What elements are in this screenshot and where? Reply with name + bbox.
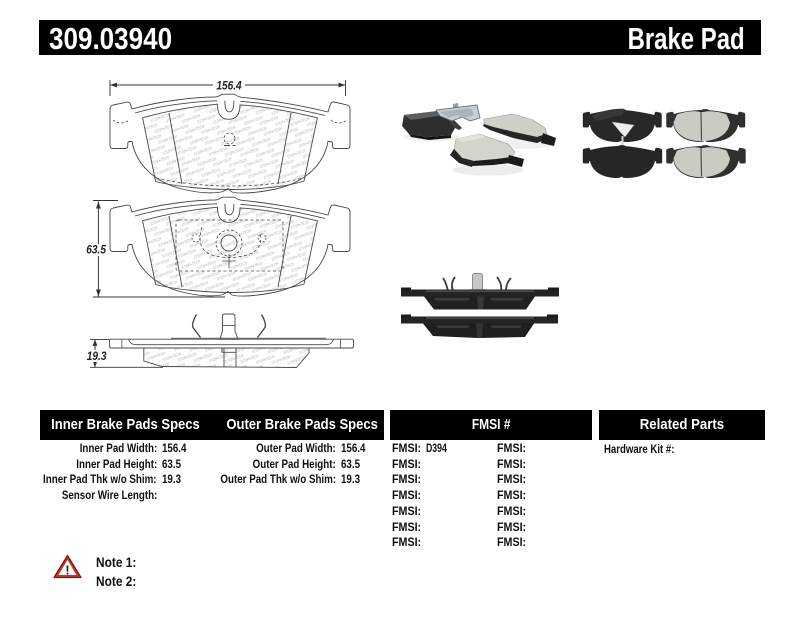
svg-text:156.4: 156.4: [216, 80, 241, 93]
svg-text:63.5: 63.5: [86, 244, 107, 257]
svg-text:!: !: [65, 564, 69, 578]
svg-text:19.3: 19.3: [87, 350, 107, 363]
